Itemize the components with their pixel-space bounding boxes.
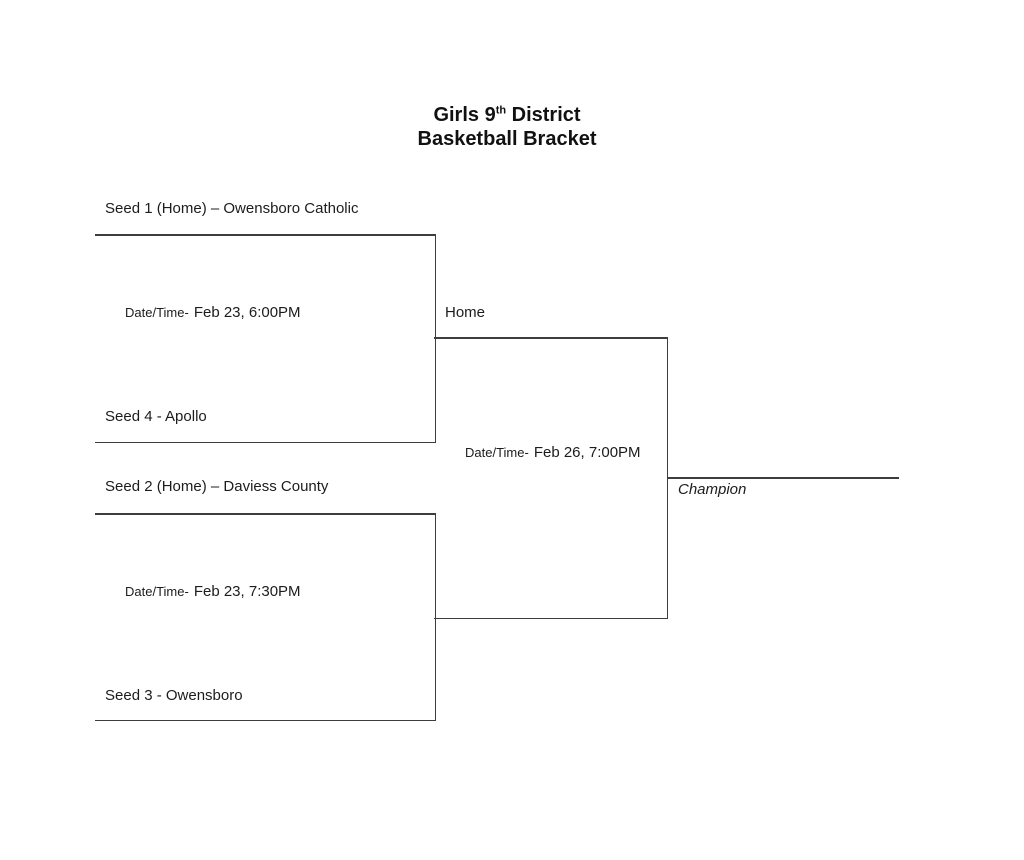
semifinal1-team-top-label: Seed 1 (Home) – Owensboro Catholic [105,200,359,217]
semifinal1-top-line [95,234,436,236]
final-top-line [434,337,668,339]
semifinal2-vertical-line [434,513,436,721]
title-text-prefix: Girls 9 [433,104,496,126]
semifinal1-datetime: Date/Time- Feb 23, 6:00PM [125,304,301,322]
semifinal1-bottom-line [95,441,436,443]
semifinal2-datetime-value: Feb 23, 7:30PM [193,583,301,600]
title-text-suffix: District [506,104,581,126]
champion-label: Champion [678,481,747,498]
semifinal2-datetime: Date/Time- Feb 23, 7:30PM [125,583,301,601]
final-home-label: Home [445,304,486,321]
title-superscript: th [495,104,507,117]
final-bottom-line [434,617,668,619]
page-title-line2: Basketball Bracket [417,128,597,150]
final-datetime-value: Feb 26, 7:00PM [533,444,641,461]
semifinal2-bottom-line [95,719,436,721]
semifinal2-team-bottom-label: Seed 3 - Owensboro [105,687,243,704]
semifinal2-top-line [95,513,436,515]
champion-line [667,477,899,479]
final-datetime: Date/Time- Feb 26, 7:00PM [465,444,641,462]
semifinal2-datetime-label: Date/Time- [125,584,189,599]
semifinal1-datetime-label: Date/Time- [125,305,189,320]
final-datetime-label: Date/Time- [465,445,529,460]
semifinal1-vertical-line [434,234,436,443]
semifinal2-team-top-label: Seed 2 (Home) – Daviess County [105,478,329,495]
semifinal1-datetime-value: Feb 23, 6:00PM [193,304,301,321]
page-title: Girls 9th District Basketball Bracket [0,103,1014,151]
semifinal1-team-bottom-label: Seed 4 - Apollo [105,408,207,425]
page-title-line1: Girls 9th District [0,103,1014,127]
